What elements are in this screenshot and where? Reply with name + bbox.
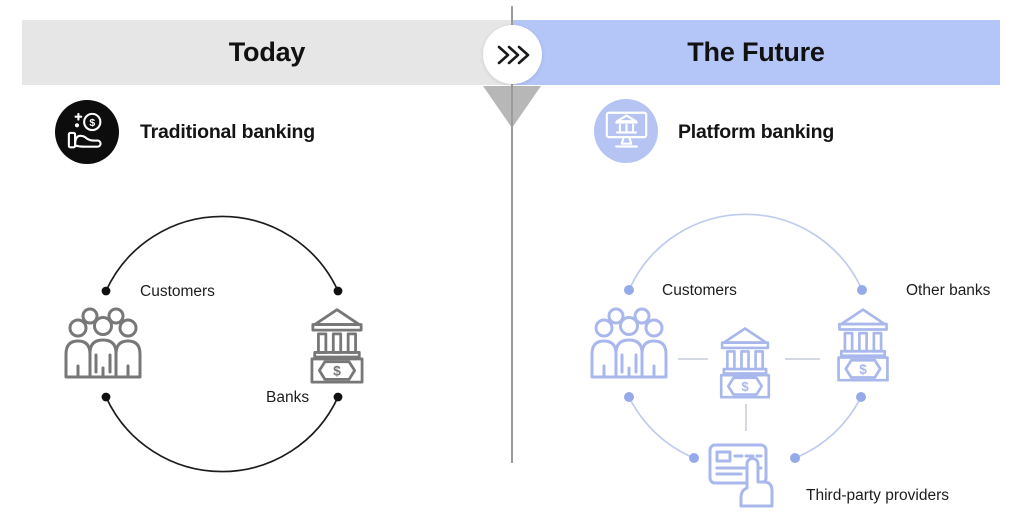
dollar-glyph: $ (333, 363, 341, 379)
card-hand-icon (708, 443, 774, 508)
dollar-glyph: $ (89, 117, 95, 129)
platform-banking-badge (594, 99, 658, 163)
node-label-customers-right: Customers (662, 282, 737, 299)
bank-money-icon: $ (310, 308, 364, 384)
hand-coin-icon: $ (67, 112, 102, 149)
monitor-bank-icon (605, 111, 647, 148)
header-title-future: The Future (687, 37, 825, 67)
header-title-today: Today (228, 37, 306, 67)
dollar-glyph: $ (859, 362, 867, 377)
traditional-banking-label: Traditional banking (140, 121, 315, 143)
bank-money-icon: $ (719, 327, 771, 399)
triple-chevron-right-icon (497, 45, 529, 64)
people-group-icon (64, 307, 142, 379)
node-label-customers-left: Customers (140, 283, 215, 300)
header-bar-future: The Future (512, 20, 1000, 85)
dollar-glyph: $ (741, 379, 749, 394)
header-bar-today: Today (22, 20, 512, 85)
traditional-banking-badge: $ (55, 100, 119, 164)
people-group-icon (590, 307, 668, 379)
node-label-banks: Banks (266, 389, 310, 406)
node-label-other-banks: Other banks (906, 282, 991, 299)
node-label-third-party: Third-party providers (806, 487, 949, 504)
vertical-divider (511, 6, 513, 463)
transition-badge (483, 25, 542, 84)
platform-banking-label: Platform banking (678, 121, 835, 143)
bank-money-icon: $ (837, 308, 889, 382)
